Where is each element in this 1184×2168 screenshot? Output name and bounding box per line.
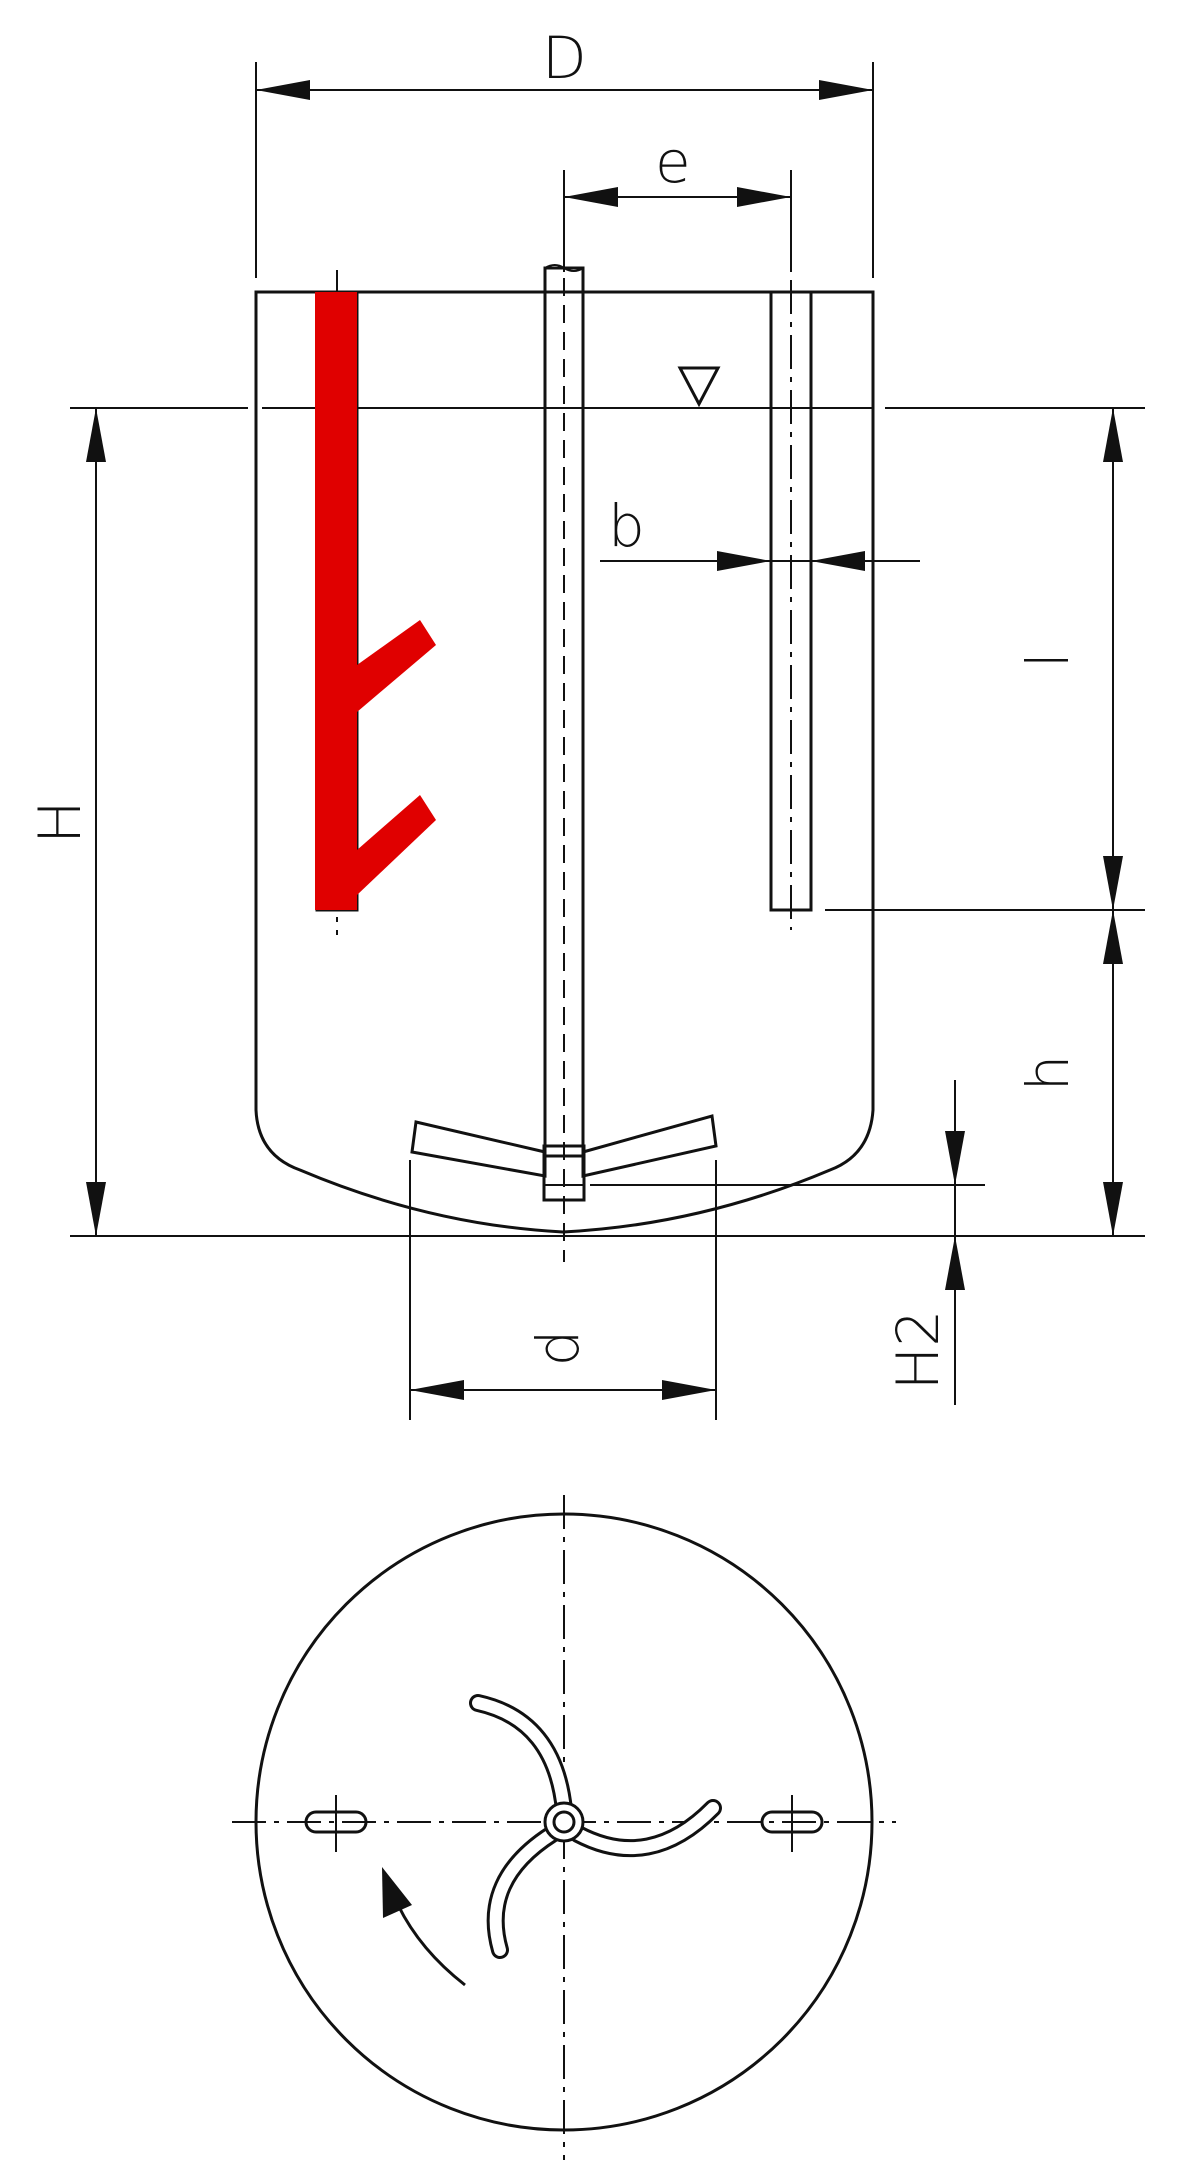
label-l: l [1014,652,1082,668]
impeller-blade-right [581,1114,718,1178]
impeller-plan [469,1694,722,1959]
label-e: e [655,128,691,196]
label-b: b [608,492,645,560]
label-H2: H2 [884,1310,952,1391]
impeller-plan-hub-inner [552,1810,576,1834]
liquid-level-symbol [677,366,721,408]
label-D: D [542,24,587,92]
side-elevation-view: D e b l h H d [26,24,1145,1420]
plan-view [232,1495,896,2160]
label-h: h [1014,1055,1082,1092]
label-H: H [26,800,94,844]
baffle-left-highlight [315,292,436,910]
label-d: d [524,1330,592,1367]
rotation-arrow [396,1904,466,1987]
rotation-arrowhead [382,1867,412,1918]
impeller-hub [542,1144,586,1202]
impeller-blade-left [410,1120,547,1178]
